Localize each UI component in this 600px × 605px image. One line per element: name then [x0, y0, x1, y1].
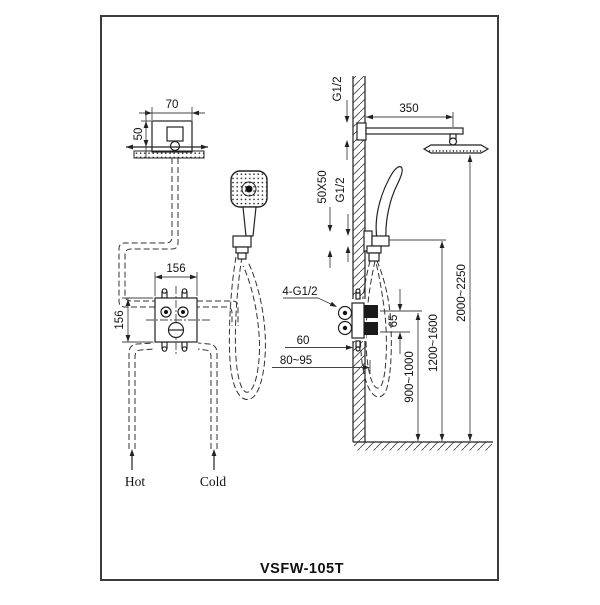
dim-70-label: 70	[166, 99, 179, 111]
dim-arm-thread: G1/2	[332, 77, 350, 160]
model-number: VSFW-105T	[260, 561, 344, 577]
dim-valve-height: 900~1000	[404, 313, 421, 441]
dim-depth-60: 60	[285, 335, 353, 350]
dim-9001000-label: 900~1000	[404, 351, 416, 403]
dim-65-label: 65	[388, 315, 400, 328]
floor-hatch	[354, 442, 492, 451]
dim-holder-threads: 50X50 G1/2	[317, 170, 351, 268]
dim-12001600-label: 1200~1600	[428, 314, 440, 372]
dim-head-width: 70	[139, 99, 205, 120]
dim-box-width: 156	[154, 263, 198, 296]
dim-156w-label: 156	[166, 263, 185, 275]
mixer-valve-front	[146, 286, 212, 354]
front-piping	[118, 158, 266, 449]
dim-60-label: 60	[297, 335, 310, 347]
dim-head-height: 2000~2250	[456, 155, 473, 441]
label-50x50: 50X50	[317, 170, 329, 203]
dim-arm-length: 350	[366, 103, 454, 127]
drawing-frame	[100, 15, 499, 581]
label-4g12: 4-G1/2	[282, 286, 317, 298]
cold-label: Cold	[200, 474, 227, 489]
dim-outlet-spacing: 65	[380, 289, 422, 354]
shower-arm-side	[356, 122, 490, 154]
hand-shower-front	[230, 170, 268, 260]
dim-156h-label: 156	[114, 310, 126, 329]
dim-20002250-label: 2000~2250	[456, 264, 468, 322]
front-view: 70 50	[114, 99, 268, 489]
mixer-valve-side	[337, 288, 378, 352]
dim-8095-label: 80~95	[280, 355, 312, 367]
g12-top-label: G1/2	[332, 77, 344, 102]
dim-350-label: 350	[399, 103, 418, 115]
side-view: G1/2 350 50X50 G1/2	[272, 76, 493, 451]
overhead-shower-front	[126, 120, 208, 159]
dim-head-drop: 50	[133, 110, 153, 158]
valve-thread-callout: 4-G1/2	[282, 286, 337, 307]
dim-box-height: 156	[114, 297, 153, 343]
hot-label: Hot	[125, 474, 145, 489]
dim-holder-height: 1200~1600	[428, 241, 445, 441]
hand-shower-side	[359, 166, 446, 398]
dim-depth-range: 80~95	[272, 355, 371, 374]
supply-labels: Hot Cold	[125, 449, 226, 489]
label-g12-holder: G1/2	[335, 178, 347, 203]
dim-50-label: 50	[133, 128, 145, 141]
